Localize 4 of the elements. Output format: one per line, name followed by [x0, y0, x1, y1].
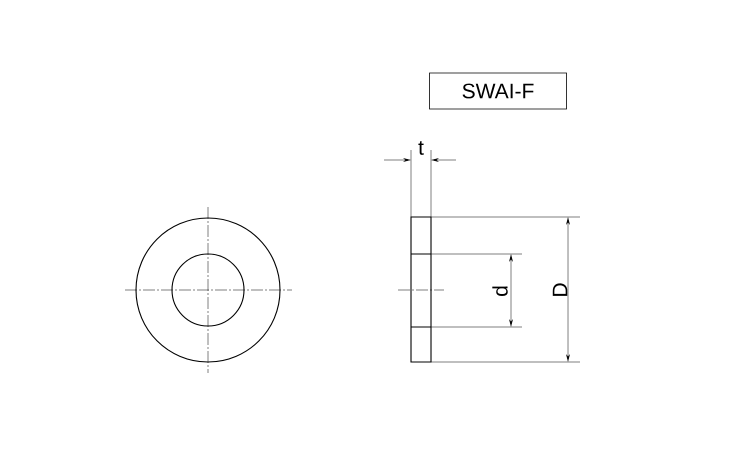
dimension-label: d: [492, 286, 508, 296]
label-box: SWAI-F: [429, 72, 567, 110]
dimension-label: D: [552, 283, 568, 296]
dimension-label: t: [418, 141, 424, 155]
